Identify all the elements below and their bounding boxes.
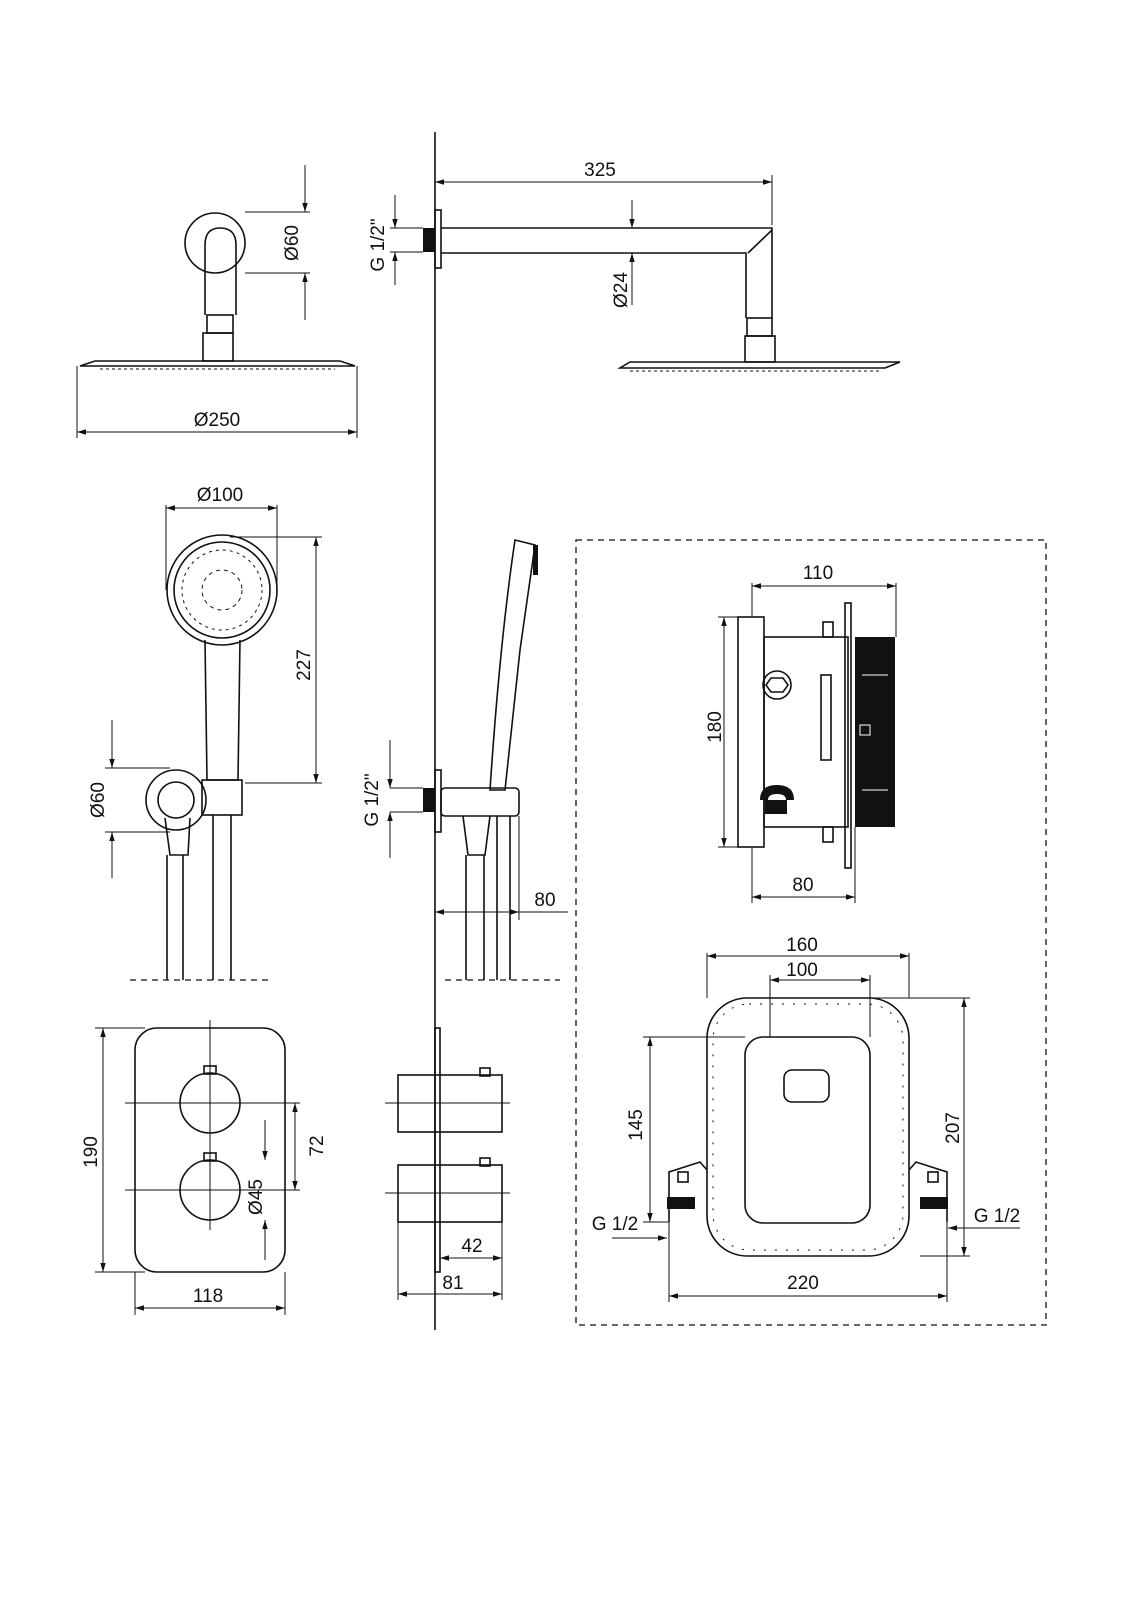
- dim-rain-head-dia: Ø250: [194, 410, 240, 431]
- rain-shower-side-view: 325 Ø24 G 1/2": [368, 160, 901, 372]
- dim-hand-head-dia: Ø100: [197, 485, 243, 506]
- dim-plate-height: 190: [81, 1136, 102, 1168]
- dim-inlet-right-thread: G 1/2: [974, 1206, 1020, 1227]
- dim-box-inner-height: 145: [626, 1109, 647, 1141]
- concealed-body-front-view: 160 100 145 207 G 1/2 G 1/2 220: [592, 935, 1020, 1302]
- dim-rain-arm-thread: G 1/2": [368, 218, 389, 271]
- dim-box-height: 180: [705, 711, 726, 743]
- dim-rain-arm-length: 325: [584, 160, 616, 181]
- dim-box-outer-width: 160: [786, 935, 818, 956]
- dim-box-inner-width: 100: [786, 960, 818, 981]
- thermostat-plate-front-view: 190 72 Ø45 118: [81, 1020, 328, 1315]
- dim-box-depth: 80: [792, 875, 813, 896]
- dim-inlet-span: 220: [787, 1273, 819, 1294]
- hand-shower-front-view: Ø100 227 Ø60: [88, 485, 322, 981]
- dim-box-width: 110: [803, 563, 833, 584]
- dim-hand-outlet-thread: G 1/2": [362, 773, 383, 826]
- rain-shower-front-view: Ø60 Ø250: [76, 165, 358, 438]
- dim-rain-arm-dia: Ø24: [611, 272, 632, 308]
- dim-knob-dia: Ø45: [246, 1179, 267, 1215]
- concealed-body-side-view: 110 180 80: [705, 563, 897, 903]
- thermostat-side-view: 42 81: [385, 1027, 510, 1300]
- dim-total-projection: 81: [442, 1273, 463, 1294]
- dim-hand-outlet-depth: 80: [534, 890, 555, 911]
- dim-knob-projection: 42: [461, 1236, 482, 1257]
- dim-hand-outlet-dia: Ø60: [88, 782, 109, 818]
- dim-hand-length: 227: [294, 649, 315, 681]
- dim-knob-spacing: 72: [307, 1135, 328, 1156]
- hand-shower-side-view: 80 G 1/2": [362, 539, 568, 981]
- dim-box-outer-height: 207: [943, 1112, 964, 1144]
- concealed-body-frame: [575, 539, 1047, 1326]
- dim-plate-width: 118: [193, 1286, 223, 1307]
- dim-inlet-left-thread: G 1/2: [592, 1214, 638, 1235]
- dim-rain-flange-dia: Ø60: [282, 225, 303, 261]
